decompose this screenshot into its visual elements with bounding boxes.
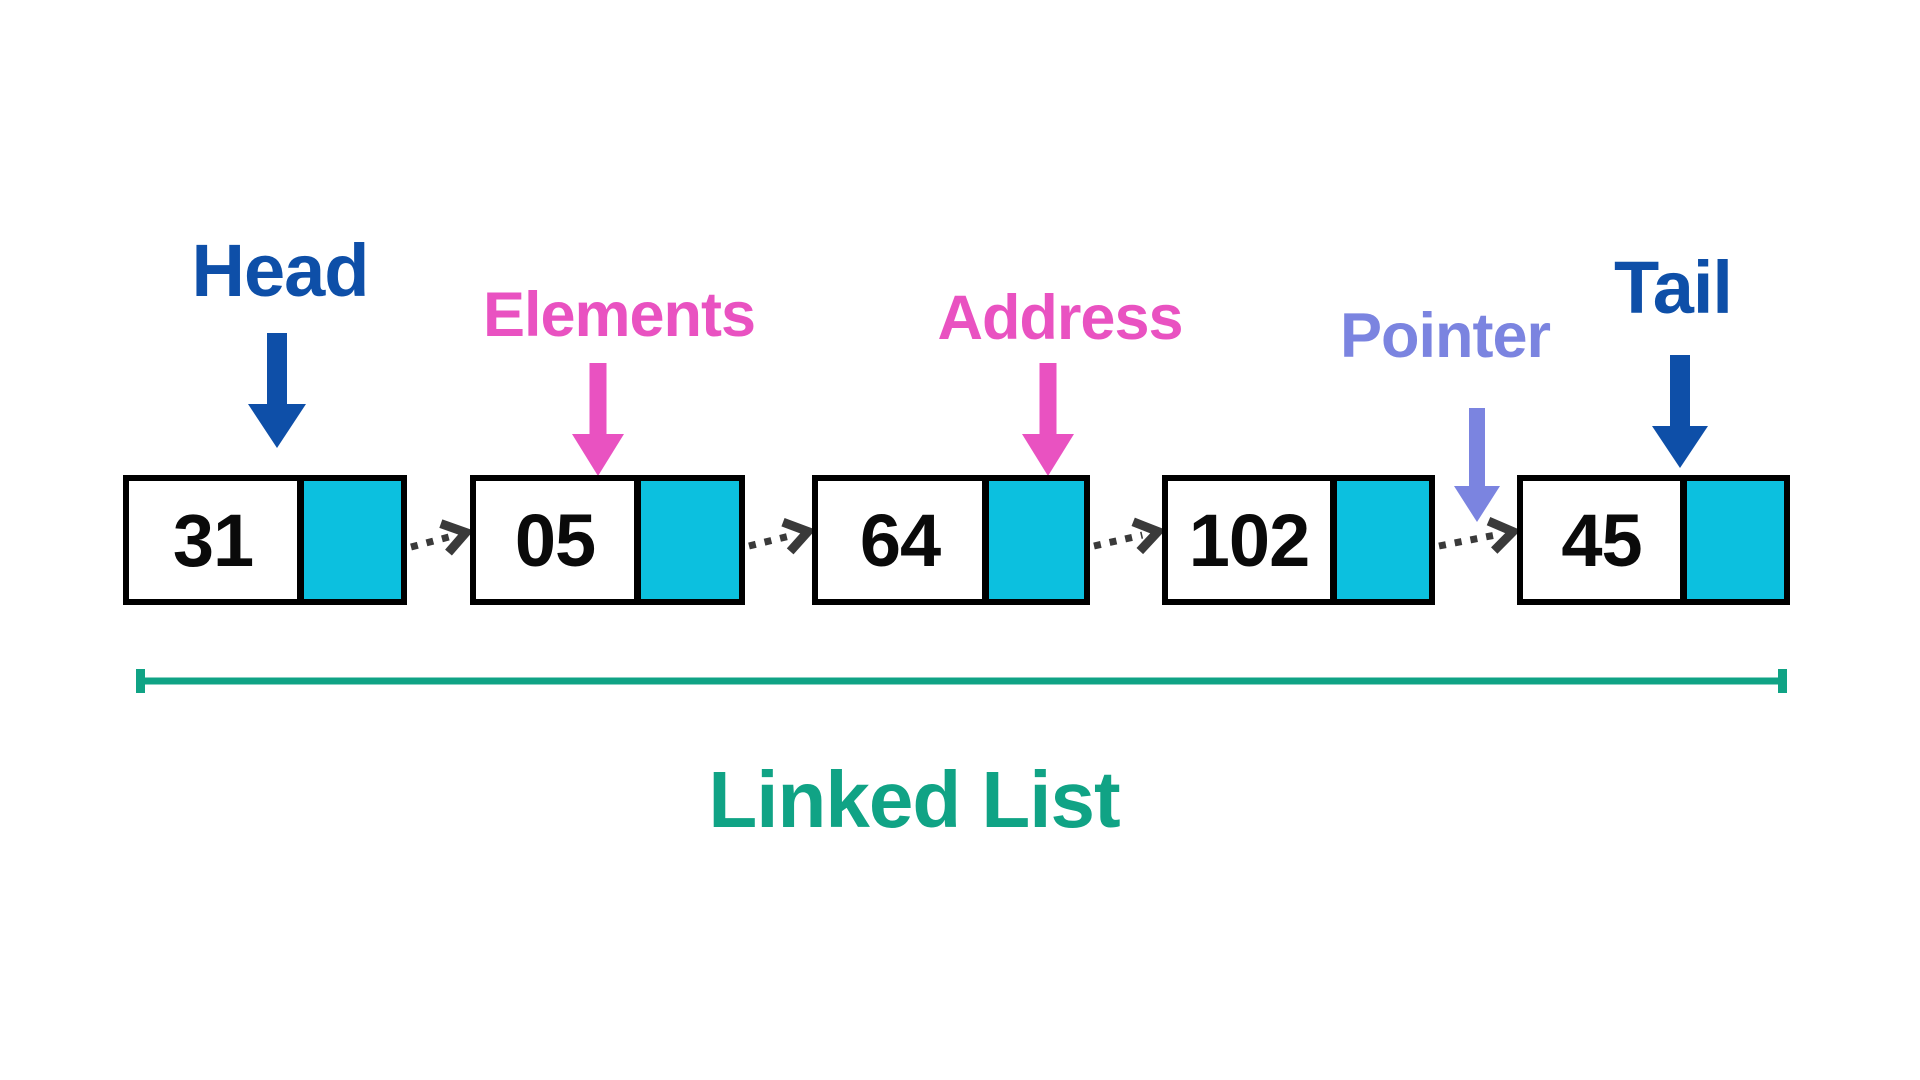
node-value-cell: 31 [129,481,297,599]
link-arrowhead [439,519,474,556]
bracket-right-tick [1778,669,1787,693]
list-node: 64 [812,475,1090,605]
link-arrowhead [1486,516,1521,554]
link-arrowhead [781,517,816,555]
address-arrow [1039,363,1057,436]
link-arrowhead [1131,517,1166,555]
head-label: Head [191,229,370,312]
cell-divider [1680,481,1687,599]
cell-divider [1330,481,1337,599]
list-node: 05 [470,475,745,605]
head-arrow [267,333,287,406]
cell-divider [634,481,641,599]
elements-label: Elements [482,280,756,350]
link-arrow [748,531,794,550]
pointer-label: Pointer [1339,301,1551,371]
node-address-cell [1687,481,1784,599]
bracket-left-tick [136,669,145,693]
node-value-cell: 45 [1523,481,1680,599]
list-node: 102 [1162,475,1435,605]
node-address-cell [304,481,401,599]
list-node: 31 [123,475,407,605]
node-value-cell: 64 [818,481,982,599]
elements-arrow [589,363,607,436]
head-arrow-head [248,404,306,448]
linked-list-title: Linked List [708,755,1120,844]
list-node: 45 [1517,475,1790,605]
node-value-cell: 05 [476,481,634,599]
cell-divider [297,481,304,599]
tail-arrow [1670,355,1690,428]
pointer-arrow-head [1454,486,1500,522]
address-label: Address [937,283,1183,353]
node-address-cell [989,481,1084,599]
elements-arrow-head [572,434,624,476]
link-arrow [1438,531,1498,550]
node-address-cell [641,481,739,599]
tail-arrow-head [1652,426,1708,468]
node-value-cell: 102 [1168,481,1330,599]
cell-divider [982,481,989,599]
link-arrow [1093,531,1144,550]
pointer-arrow [1469,408,1485,488]
node-address-cell [1337,481,1429,599]
link-arrow [410,533,452,551]
address-arrow-head [1022,434,1074,476]
tail-label: Tail [1614,246,1733,329]
